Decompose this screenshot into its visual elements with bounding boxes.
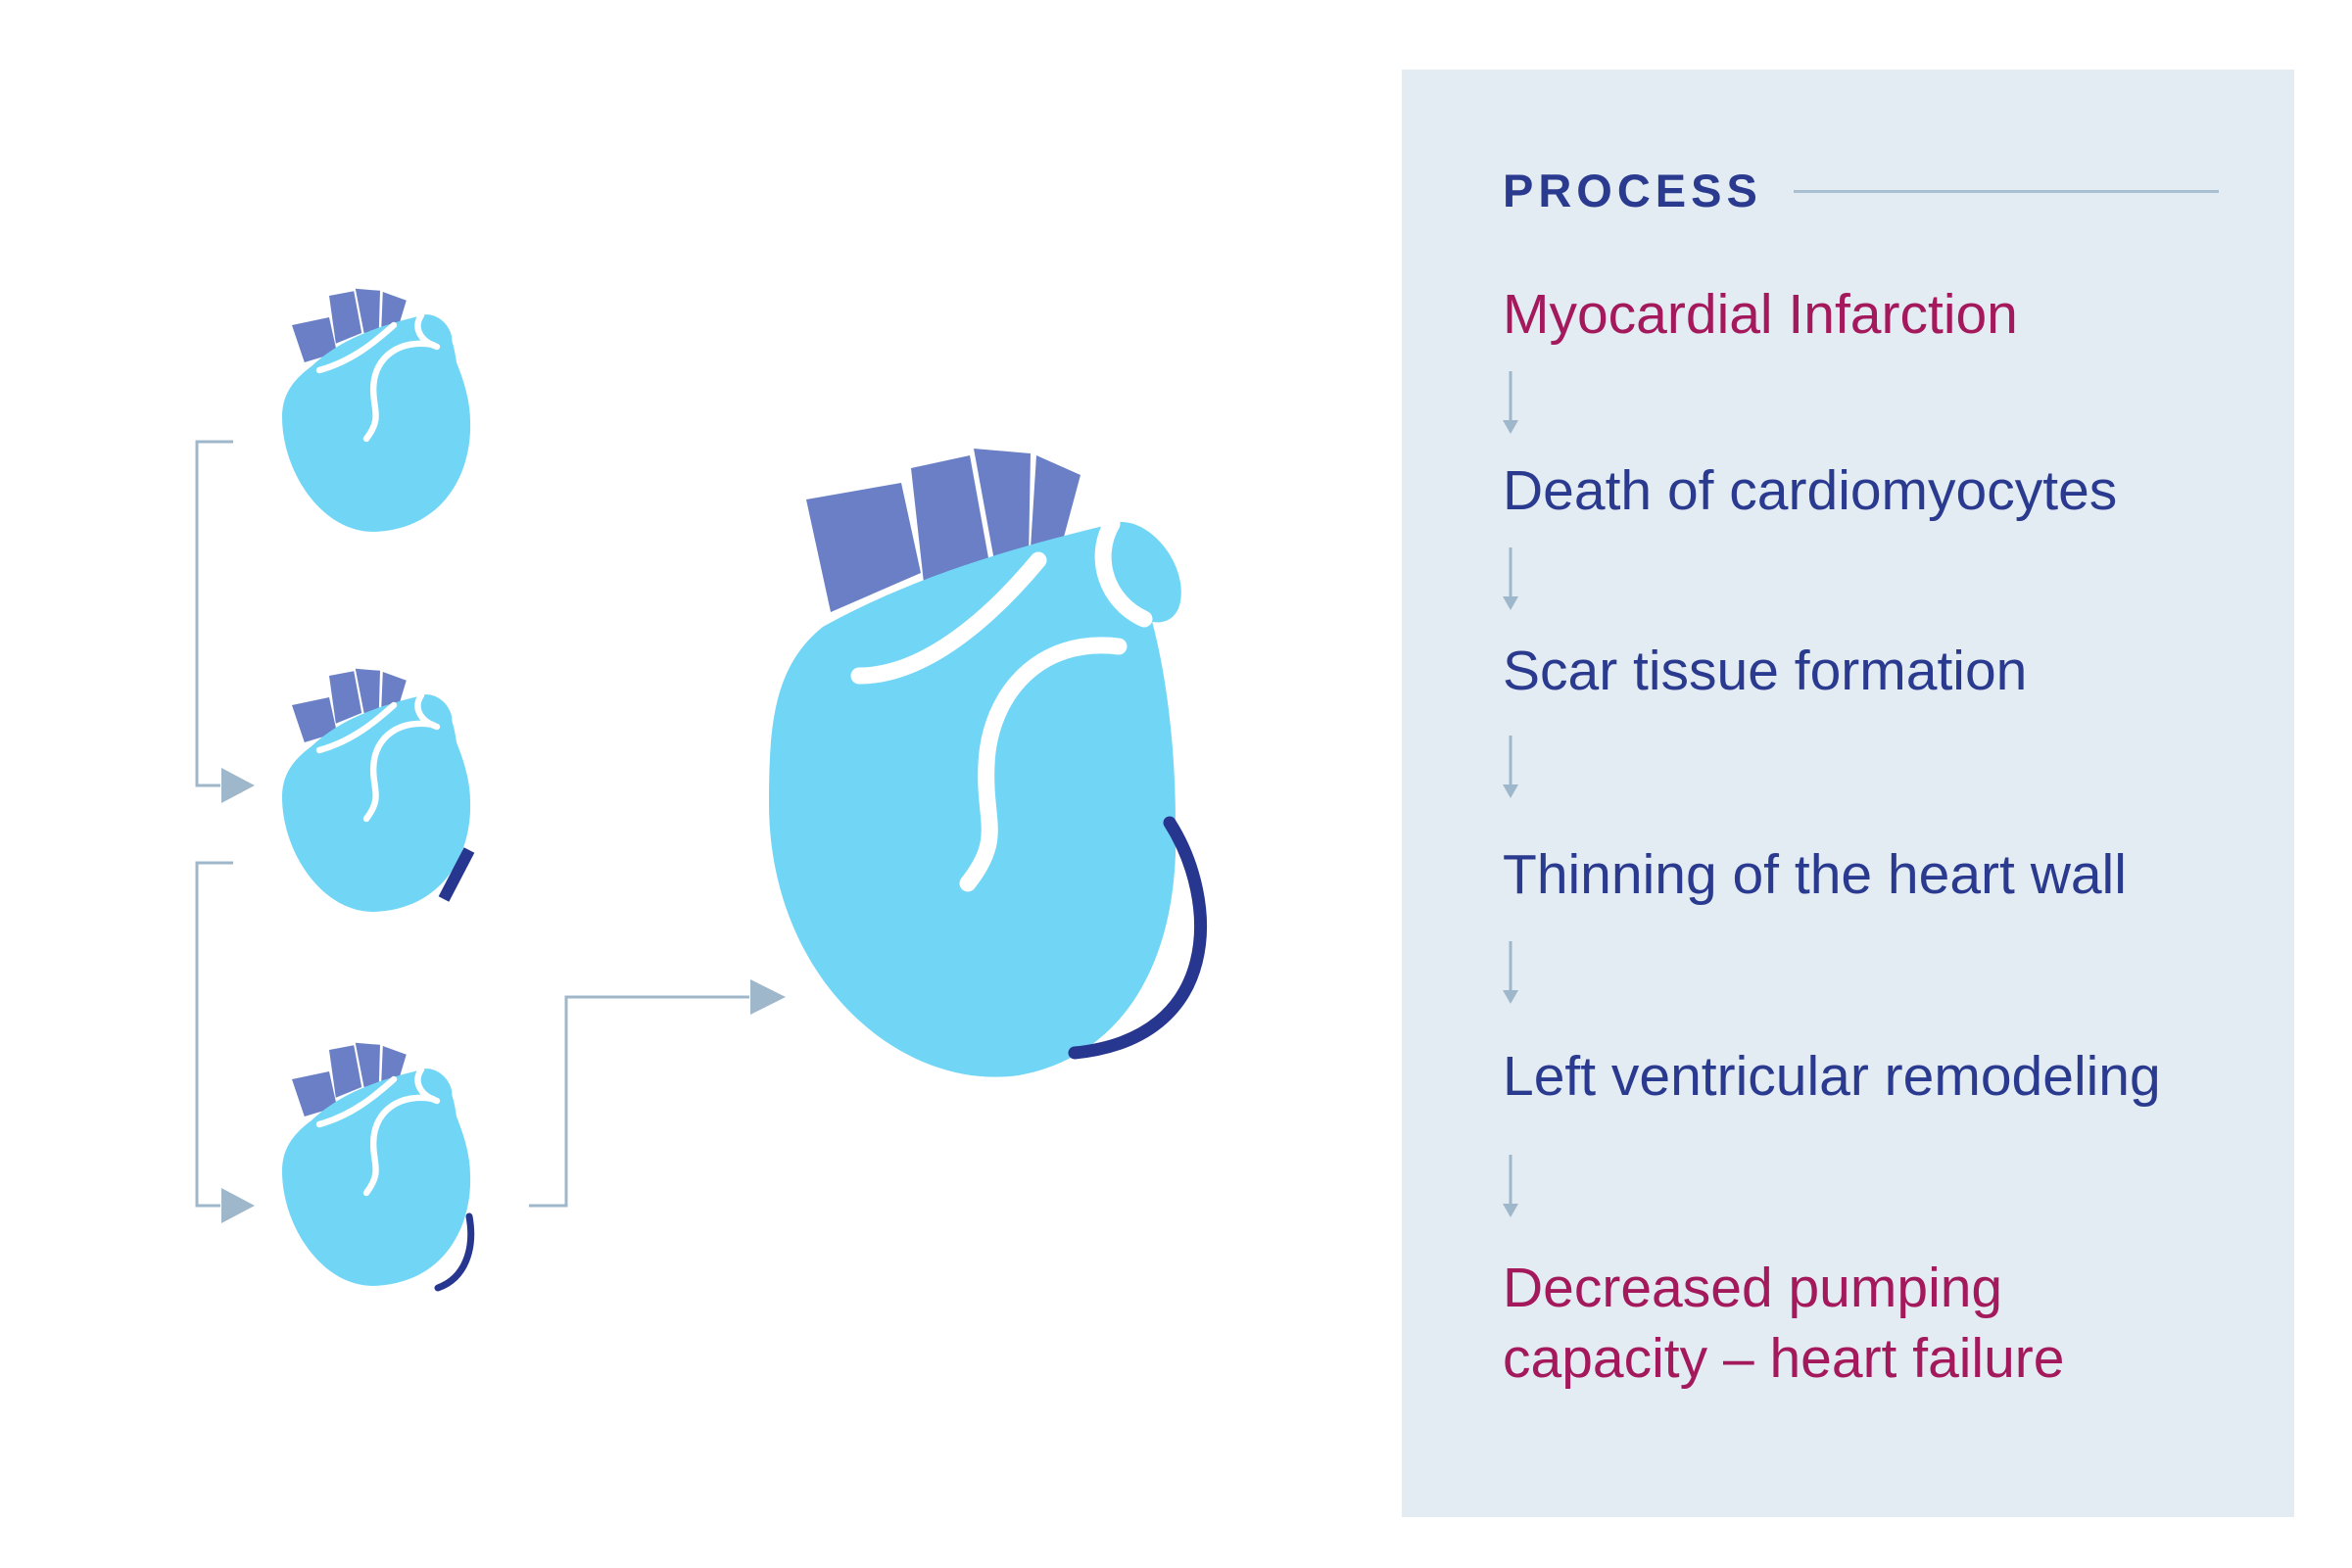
scarred-heart-icon [282,669,475,912]
step-death-of-cardiomyocytes: Death of cardiomyocytes [1503,459,2118,522]
arrowhead-to-stage-3 [221,1188,255,1223]
down-arrow-icon [1503,736,1518,798]
down-arrow-icon [1503,371,1518,434]
step-myocardial-infarction: Myocardial Infarction [1503,283,2018,346]
step-left-ventricular-remodeling: Left ventricular remodeling [1503,1045,2161,1108]
down-arrow-icon [1503,1155,1518,1217]
healthy-heart-icon [282,289,470,532]
down-arrow-icon [1503,941,1518,1004]
down-arrow-icon [1503,547,1518,610]
step-scar-tissue-formation: Scar tissue formation [1503,640,2028,702]
arrowhead-to-stage-4 [750,979,786,1015]
heading-divider [1794,190,2219,193]
step-thinning-of-heart-wall: Thinning of the heart wall [1503,843,2127,906]
remodeled-heart-icon [769,449,1207,1077]
panel-heading: PROCESS [1503,165,1762,216]
step-decreased-pumping-capacity: Decreased pumping capacity – heart failu… [1503,1257,2065,1390]
thinned-wall-heart-icon [282,1043,475,1292]
arrowhead-to-stage-2 [221,768,255,803]
stage-connectors [195,440,749,1208]
process-panel: PROCESS Myocardial Infarction Death of c… [1402,70,2294,1517]
